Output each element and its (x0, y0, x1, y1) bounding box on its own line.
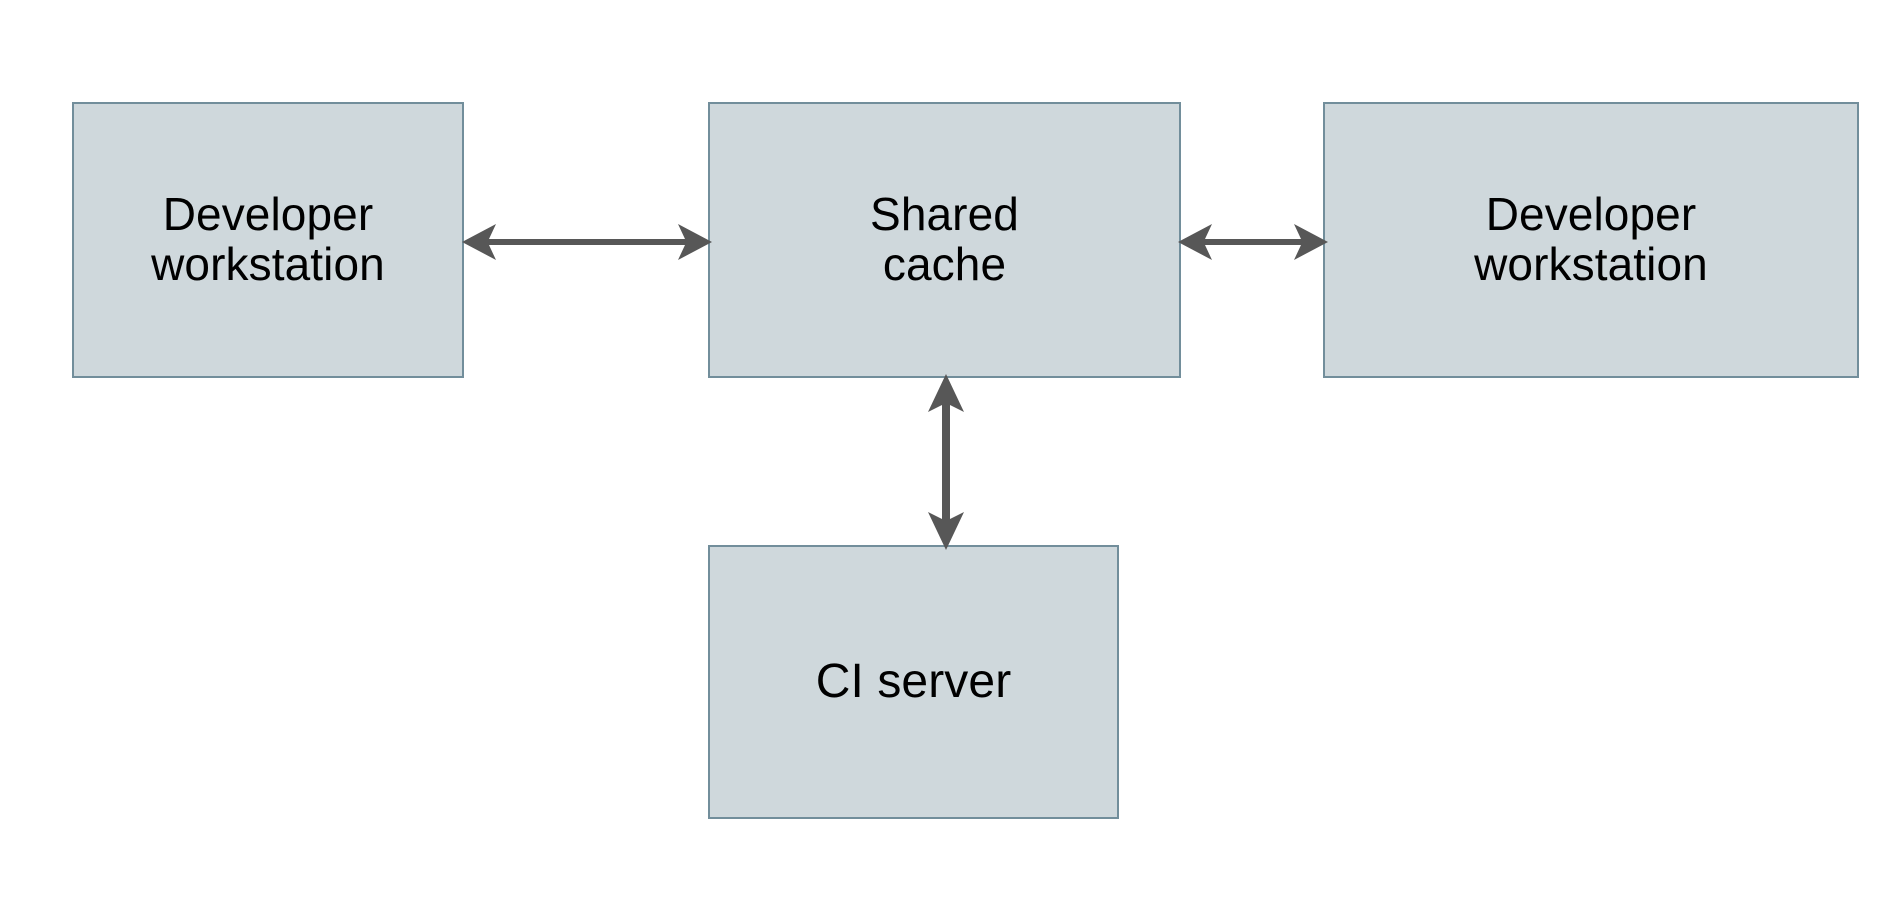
edge-shared-cache-to-developer-right (1178, 224, 1328, 260)
node-label: CI server (815, 655, 1012, 709)
node-label: Developer workstation (151, 188, 385, 290)
node-developer-workstation-right[interactable]: Developer workstation (1323, 102, 1859, 378)
double-arrow-vertical-icon (928, 374, 964, 550)
edge-developer-left-to-shared-cache (462, 224, 712, 260)
node-shared-cache[interactable]: Shared cache (708, 102, 1181, 378)
node-ci-server[interactable]: CI server (708, 545, 1119, 819)
double-arrow-horizontal-icon (1178, 224, 1328, 260)
node-label: Developer workstation (1474, 188, 1708, 290)
node-developer-workstation-left[interactable]: Developer workstation (72, 102, 464, 378)
edge-shared-cache-to-ci-server (928, 374, 964, 550)
double-arrow-horizontal-icon (462, 224, 712, 260)
node-label: Shared cache (870, 188, 1019, 290)
